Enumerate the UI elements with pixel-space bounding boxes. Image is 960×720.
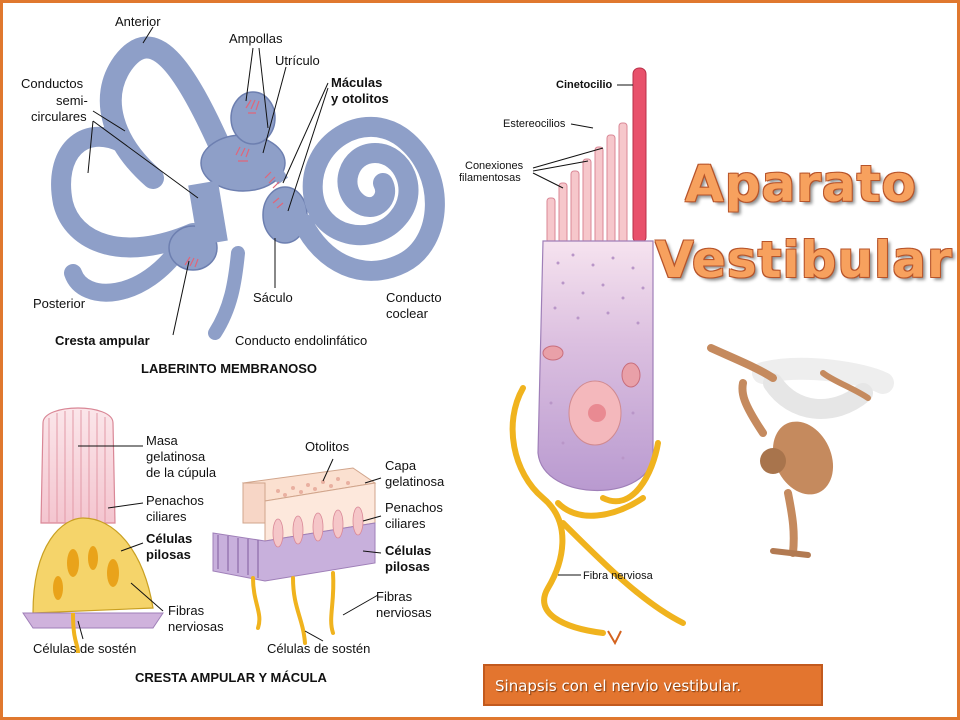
labyrinth-leaders xyxy=(87,26,329,336)
dancer-photo xyxy=(707,344,894,558)
diagram-art xyxy=(22,26,894,654)
stereocilia xyxy=(546,122,628,244)
title-line-2: Vestibular xyxy=(655,231,953,289)
label-penachos1-2: ciliares xyxy=(146,509,187,524)
label-fibras2-2: nerviosas xyxy=(376,605,432,620)
crista-nuclei xyxy=(53,546,119,600)
macula-leaders xyxy=(304,458,382,642)
title-line-1: Aparato xyxy=(685,155,917,213)
label-celulas2-2: pilosas xyxy=(385,559,430,574)
label-penachos1-1: Penachos xyxy=(146,493,204,508)
ampulla-top xyxy=(230,91,276,145)
label-capa-2: gelatinosa xyxy=(385,474,445,489)
label-penachos2-2: ciliares xyxy=(385,516,426,531)
crista-ampullaris xyxy=(22,407,164,654)
synapse-caption-text: Sinapsis con el nervio vestibular. xyxy=(495,677,742,695)
caption-cresta-macula: CRESTA AMPULAR Y MÁCULA xyxy=(135,670,327,685)
cupula xyxy=(40,407,116,524)
macula xyxy=(212,467,377,645)
caption-laberinto: LABERINTO MEMBRANOSO xyxy=(141,361,317,376)
mitochondrion-1 xyxy=(542,345,564,361)
label-sosten1: Células de sostén xyxy=(33,641,137,656)
label-masa-1: Masa xyxy=(146,433,178,448)
label-penachos2-1: Penachos xyxy=(385,500,443,515)
label-masa-3: de la cúpula xyxy=(146,465,217,480)
mitochondrion-2 xyxy=(621,362,641,388)
macula-epithelium xyxy=(212,522,376,582)
crista-leaders xyxy=(77,445,164,640)
fiber-arrow xyxy=(607,630,622,646)
macula-patches xyxy=(184,99,284,268)
hair-cell-leaders xyxy=(532,84,633,576)
label-ampollas: Ampollas xyxy=(229,31,283,46)
otolith-dots xyxy=(276,477,350,497)
label-conexiones-1: Conexiones xyxy=(465,160,524,172)
nerve-fibers xyxy=(509,385,686,636)
macula-nerves xyxy=(251,571,336,645)
lateral-canal xyxy=(64,234,192,302)
label-posterior: Posterior xyxy=(33,296,86,311)
posterior-canal xyxy=(51,126,203,258)
macula-cells xyxy=(217,535,259,578)
label-sosten2: Células de sostén xyxy=(267,641,371,656)
label-celulas2-1: Células xyxy=(385,543,432,558)
label-conexiones-2: filamentosas xyxy=(459,172,521,184)
label-estereocilios: Estereocilios xyxy=(503,118,566,130)
endolymphatic-duct xyxy=(208,246,245,340)
label-conductos-3: circulares xyxy=(31,109,87,124)
label-conductos-2: semi- xyxy=(56,93,88,108)
label-otolitos: Otolitos xyxy=(305,439,350,454)
label-conductos-1: Conductos xyxy=(21,76,84,91)
label-coclear-2: coclear xyxy=(386,306,428,321)
label-maculas-2: y otolitos xyxy=(331,91,389,106)
label-fibras1-1: Fibras xyxy=(168,603,205,618)
label-celulas1-1: Células xyxy=(146,531,193,546)
label-endolinfatico: Conducto endolinfático xyxy=(235,333,368,348)
membranous-labyrinth xyxy=(51,36,445,340)
cochlear-duct xyxy=(293,117,445,281)
label-cresta-ampular: Cresta ampular xyxy=(55,333,150,348)
hair-cell xyxy=(509,67,686,646)
crista-base xyxy=(22,612,164,629)
label-cinetocilio: Cinetocilio xyxy=(556,79,613,91)
label-utriculo: Utrículo xyxy=(275,53,320,68)
label-celulas1-2: pilosas xyxy=(146,547,191,562)
synapse-caption-box: Sinapsis con el nervio vestibular. xyxy=(483,664,823,706)
label-masa-2: gelatinosa xyxy=(146,449,206,464)
label-fibra-nerviosa: Fibra nerviosa xyxy=(583,570,653,582)
label-fibras2-1: Fibras xyxy=(376,589,413,604)
label-anterior: Anterior xyxy=(115,14,161,29)
label-saculo: Sáculo xyxy=(253,290,293,305)
label-maculas-1: Máculas xyxy=(331,75,383,90)
nucleolus xyxy=(588,404,606,422)
label-capa-1: Capa xyxy=(385,458,417,473)
label-fibras1-2: nerviosas xyxy=(168,619,224,634)
cupula-lines xyxy=(48,410,106,523)
label-coclear-1: Conducto xyxy=(386,290,442,305)
kinocilium xyxy=(632,67,647,244)
cell-granules xyxy=(549,253,645,460)
